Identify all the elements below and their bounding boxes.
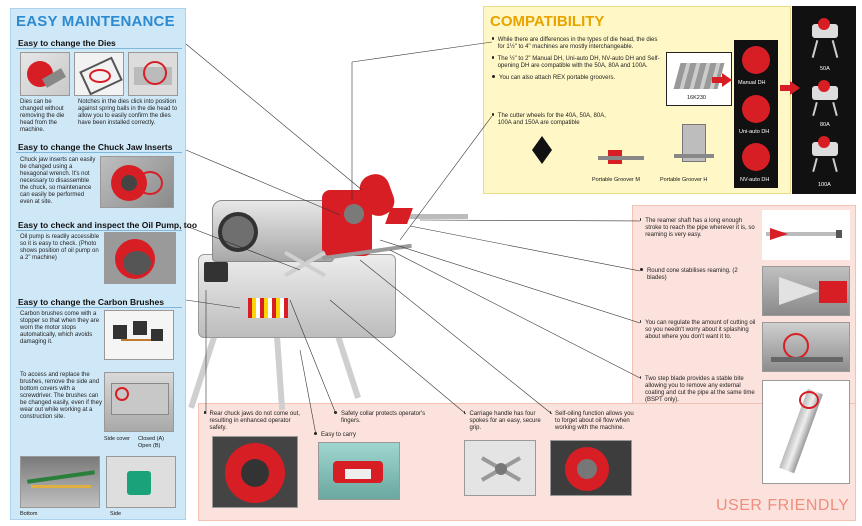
- dies-heading: Easy to change the Dies: [18, 38, 116, 48]
- bullet-icon: [492, 56, 494, 59]
- model-80a-photo: [808, 80, 842, 117]
- manual-dh-label: Manual DH: [738, 80, 766, 86]
- bullet-icon: [492, 113, 494, 116]
- two-step-blade-bullet: Two step blade provides a stable bite al…: [640, 376, 760, 404]
- safety-collar-bullet: Safety collar protects operator's finger…: [334, 411, 444, 425]
- cutter-bullet: The cutter wheels for the 40A, 50A, 80A,…: [492, 113, 612, 127]
- oil-pump-photo: [104, 232, 176, 284]
- side-cover-label: Side cover: [104, 436, 130, 442]
- user-friendly-title: USER FRIENDLY: [716, 497, 850, 514]
- uni-auto-dh-icon: [742, 95, 770, 123]
- uni-auto-dh-label: Uni-auto DH: [739, 129, 770, 135]
- carriage-handle-bullet: Carriage handle has four spokes for an e…: [464, 411, 544, 432]
- threading-machine-illustration: [188, 150, 492, 411]
- two-step-blade-photo: [762, 380, 850, 484]
- nv-auto-dh-icon: [742, 143, 770, 171]
- compat-bullet: The ½" to 2" Manual DH, Uni-auto DH, NV-…: [492, 56, 664, 70]
- easy-carry-photo: [318, 442, 400, 500]
- closed-label: Closed (A): [138, 436, 164, 442]
- dies-text-left: Dies can be changed without removing the…: [20, 99, 65, 133]
- easy-carry-bullet: Easy to carry: [314, 432, 356, 439]
- oil-regulation-photo: [762, 322, 850, 372]
- model-50a-photo: [808, 18, 842, 58]
- carbon-brushes-heading: Easy to change the Carbon Brushes: [18, 297, 164, 307]
- rear-chuck-photo: [212, 436, 298, 508]
- easy-maintenance-title: EASY MAINTENANCE: [16, 13, 175, 30]
- die-set-label: 16K230: [687, 95, 706, 101]
- reamer-bullet: The reamer shaft has a long enough strok…: [640, 218, 760, 239]
- cutter-wheel-icon: [532, 150, 552, 164]
- dies-photo-1: [20, 52, 70, 96]
- groover-h-label: Portable Groover H: [660, 177, 708, 183]
- model-80a-label: 80A: [820, 122, 830, 128]
- round-cone-bullet: Round cone stabilises reaming. (2 blades…: [640, 268, 758, 282]
- carbon-brushes-text-2: To access and replace the brushes, remov…: [20, 372, 102, 420]
- bullet-icon: [640, 376, 641, 379]
- bullet-icon: [314, 432, 317, 435]
- compatibility-title: COMPATIBILITY: [490, 13, 605, 30]
- bullet-icon: [334, 411, 337, 414]
- bullet-icon: [464, 411, 466, 414]
- dies-photo-3: [128, 52, 178, 96]
- oil-pump-text: Oil pump is readily accessible so it is …: [20, 234, 100, 261]
- open-label: Open (B): [138, 443, 161, 449]
- bullet-icon: [204, 411, 206, 414]
- bullet-icon: [550, 411, 552, 414]
- carbon-brushes-text-1: Carbon brushes come with a stopper so th…: [20, 311, 100, 345]
- self-oiling-bullet: Self-oiling function allows you to forge…: [550, 411, 634, 432]
- die-set-photo: 16K230: [666, 52, 732, 106]
- divider: [16, 230, 182, 231]
- dies-photo-2: [74, 52, 124, 96]
- divider: [16, 152, 182, 153]
- round-cone-photo: [762, 266, 850, 316]
- carbon-brushes-photo: [104, 310, 174, 360]
- cutter-wheel-icon: [532, 136, 552, 150]
- bullet-icon: [492, 75, 495, 78]
- rear-chuck-bullet: Rear chuck jaws do not come out, resulti…: [204, 411, 308, 432]
- groover-m-label: Portable Groover M: [592, 177, 640, 183]
- bullet-icon: [492, 37, 494, 40]
- divider: [16, 307, 182, 308]
- compat-bullet: You can also attach REX portable groover…: [492, 75, 664, 82]
- carriage-handle-photo: [464, 440, 536, 496]
- groover-m-photo: [598, 146, 644, 168]
- model-50a-label: 50A: [820, 66, 830, 72]
- nv-auto-dh-label: NV-auto DH: [740, 177, 770, 183]
- model-100a-label: 100A: [818, 182, 831, 188]
- side-label: Side: [110, 511, 122, 517]
- oil-regulation-bullet: You can regulate the amount of cutting o…: [640, 320, 760, 341]
- self-oiling-photo: [550, 440, 632, 496]
- reamer-photo: [762, 210, 850, 260]
- bottom-label: Bottom: [20, 511, 38, 517]
- chuck-photo: [100, 156, 174, 208]
- chuck-heading: Easy to change the Chuck Jaw Inserts: [18, 142, 173, 152]
- side-photo: [106, 456, 176, 508]
- side-cover-photo: [104, 372, 174, 432]
- chuck-text: Chuck jaw inserts can easily be changed …: [20, 157, 96, 205]
- bullet-icon: [640, 268, 643, 271]
- bullet-icon: [640, 218, 642, 221]
- divider: [16, 48, 182, 49]
- bullet-icon: [640, 320, 642, 323]
- groover-h-photo: [674, 124, 714, 168]
- compat-bullet: While there are differences in the types…: [492, 37, 664, 51]
- bottom-photo: [20, 456, 100, 508]
- model-100a-photo: [808, 136, 842, 173]
- dies-text-right: Notches in the dies click into position …: [78, 99, 178, 126]
- compatibility-bullets: While there are differences in the types…: [492, 37, 664, 82]
- oil-pump-heading: Easy to check and inspect the Oil Pump, …: [18, 220, 198, 230]
- manual-dh-icon: [742, 46, 770, 74]
